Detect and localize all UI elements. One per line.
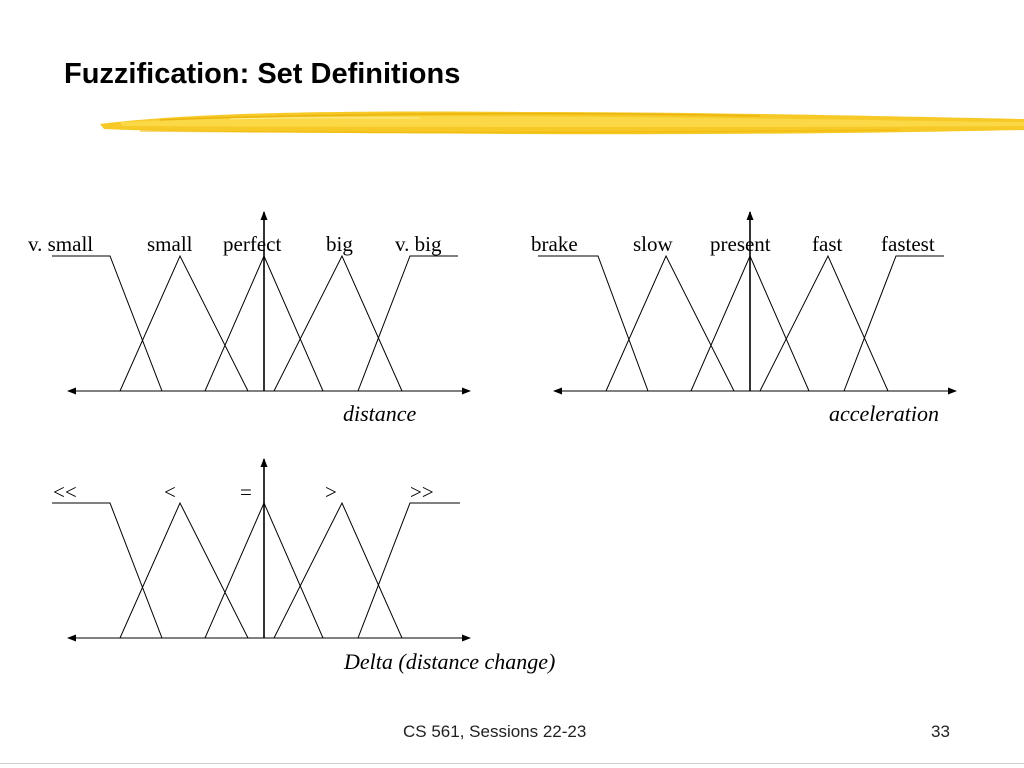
title-underline-brush — [100, 111, 1024, 135]
distance-set-label: v. big — [395, 232, 442, 256]
distance-set-perfect-curve — [204, 254, 324, 392]
acceleration-set-label: present — [710, 232, 771, 256]
page-number: 33 — [931, 722, 950, 741]
distance-set-label: perfect — [223, 232, 281, 256]
distance-set-label: big — [326, 232, 353, 256]
delta-set-label: << — [53, 480, 77, 504]
acceleration-set-brake-curve — [538, 255, 649, 392]
distance-set-labels: v. small small perfect big v. big — [28, 232, 442, 256]
distance-set-v-small-curve — [52, 255, 163, 392]
delta-set-much-greater-curve — [357, 502, 460, 639]
acceleration-set-label: brake — [531, 232, 578, 256]
acceleration-set-label: fast — [812, 232, 842, 256]
distance-diagram — [52, 211, 471, 395]
delta-set-label: >> — [410, 480, 434, 504]
acceleration-set-fast-curve — [759, 254, 889, 392]
distance-axis-label: distance — [343, 401, 417, 426]
delta-set-greater-curve — [273, 501, 403, 639]
acceleration-set-slow-curve — [605, 254, 735, 392]
delta-set-label: > — [325, 480, 337, 504]
acceleration-set-label: slow — [633, 232, 674, 256]
delta-set-less-curve — [119, 501, 249, 639]
acceleration-set-fastest-curve — [843, 255, 944, 392]
distance-set-label: v. small — [28, 232, 93, 256]
delta-diagram — [52, 458, 471, 642]
delta-set-much-less-curve — [52, 502, 163, 639]
distance-set-small-curve — [119, 254, 249, 392]
footer-course: CS 561, Sessions 22-23 — [403, 722, 587, 741]
acceleration-axis-label: acceleration — [829, 401, 939, 426]
bottom-divider — [0, 763, 1024, 764]
distance-set-v-big-curve — [357, 255, 458, 392]
delta-set-label: < — [164, 480, 176, 504]
acceleration-diagram — [538, 211, 957, 395]
delta-set-label: = — [240, 480, 252, 504]
acceleration-set-label: fastest — [881, 232, 935, 256]
delta-set-labels: << < = > >> — [53, 480, 434, 504]
acceleration-set-present-curve — [690, 254, 810, 392]
delta-set-equal-curve — [204, 501, 324, 639]
distance-set-label: small — [147, 232, 193, 256]
slide-title: Fuzzification: Set Definitions — [64, 58, 461, 90]
acceleration-set-labels: brake slow present fast fastest — [531, 232, 935, 256]
distance-set-big-curve — [273, 254, 403, 392]
delta-axis-label: Delta (distance change) — [343, 649, 555, 674]
